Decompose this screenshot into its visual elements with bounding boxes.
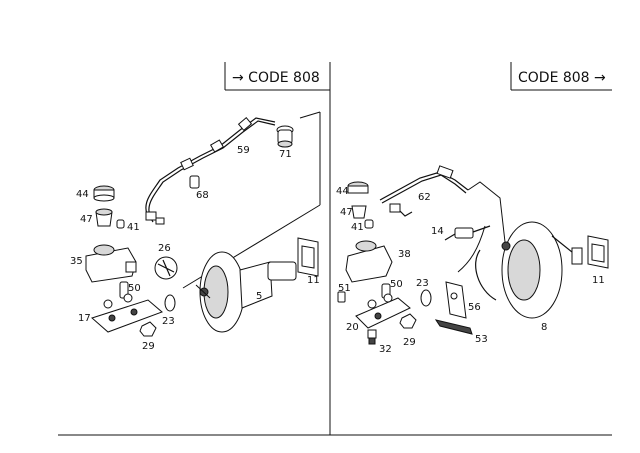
callout-32-r: 32 [379, 344, 392, 355]
master-cylinder-20 [355, 293, 411, 329]
callout-38-r: 38 [398, 249, 411, 260]
callout-11: 11 [307, 275, 320, 286]
callout-47-r: 47 [340, 207, 353, 218]
callout-5: 5 [256, 291, 262, 302]
callout-20-r: 20 [346, 322, 359, 333]
callout-29-r: 29 [403, 337, 416, 348]
callout-47: 47 [80, 214, 93, 225]
callout-41-r: 41 [351, 222, 364, 233]
callout-23-r: 23 [416, 278, 429, 289]
reservoir-35 [85, 244, 137, 283]
gasket-11-r [587, 235, 609, 269]
brake-booster-8 [475, 221, 583, 319]
bracket-56 [445, 281, 467, 319]
callout-44: 44 [76, 189, 89, 200]
switch-32 [367, 329, 377, 345]
reservoir-cap-44 [93, 185, 115, 202]
reservoir-38 [345, 240, 393, 283]
callout-50-r: 50 [390, 279, 403, 290]
callout-8-r: 8 [541, 322, 547, 333]
callout-62-r: 62 [418, 192, 431, 203]
callout-41: 41 [127, 222, 140, 233]
callout-59: 59 [237, 145, 250, 156]
left-panel-drawing [85, 111, 321, 337]
callout-23: 23 [162, 316, 175, 327]
gauge-26 [154, 256, 178, 280]
brake-booster-5 [195, 251, 297, 333]
callout-44-r: 44 [336, 186, 349, 197]
callout-56-r: 56 [468, 302, 481, 313]
callout-29: 29 [142, 341, 155, 352]
callout-11-r: 11 [592, 275, 605, 286]
callout-51-r: 51 [338, 283, 351, 294]
grommet-71 [276, 125, 294, 148]
reservoir-cap-44-r [347, 181, 369, 194]
gasket-11 [297, 237, 319, 277]
left-code-header: → CODE 808 [224, 62, 330, 91]
filter-47 [95, 208, 113, 227]
callout-53-r: 53 [475, 334, 488, 345]
left-header-text: → CODE 808 [232, 70, 320, 86]
right-code-header: CODE 808 → [510, 62, 612, 91]
callout-68: 68 [196, 190, 209, 201]
callout-14-r: 14 [431, 226, 444, 237]
right-panel-drawing [337, 165, 609, 345]
callout-26: 26 [158, 243, 171, 254]
callout-50: 50 [128, 283, 141, 294]
callout-71: 71 [279, 149, 292, 160]
callout-17: 17 [78, 313, 91, 324]
callout-35: 35 [70, 256, 83, 267]
master-cylinder-17 [91, 293, 163, 333]
sensor-14 [444, 225, 491, 273]
right-header-text: CODE 808 → [518, 70, 606, 86]
